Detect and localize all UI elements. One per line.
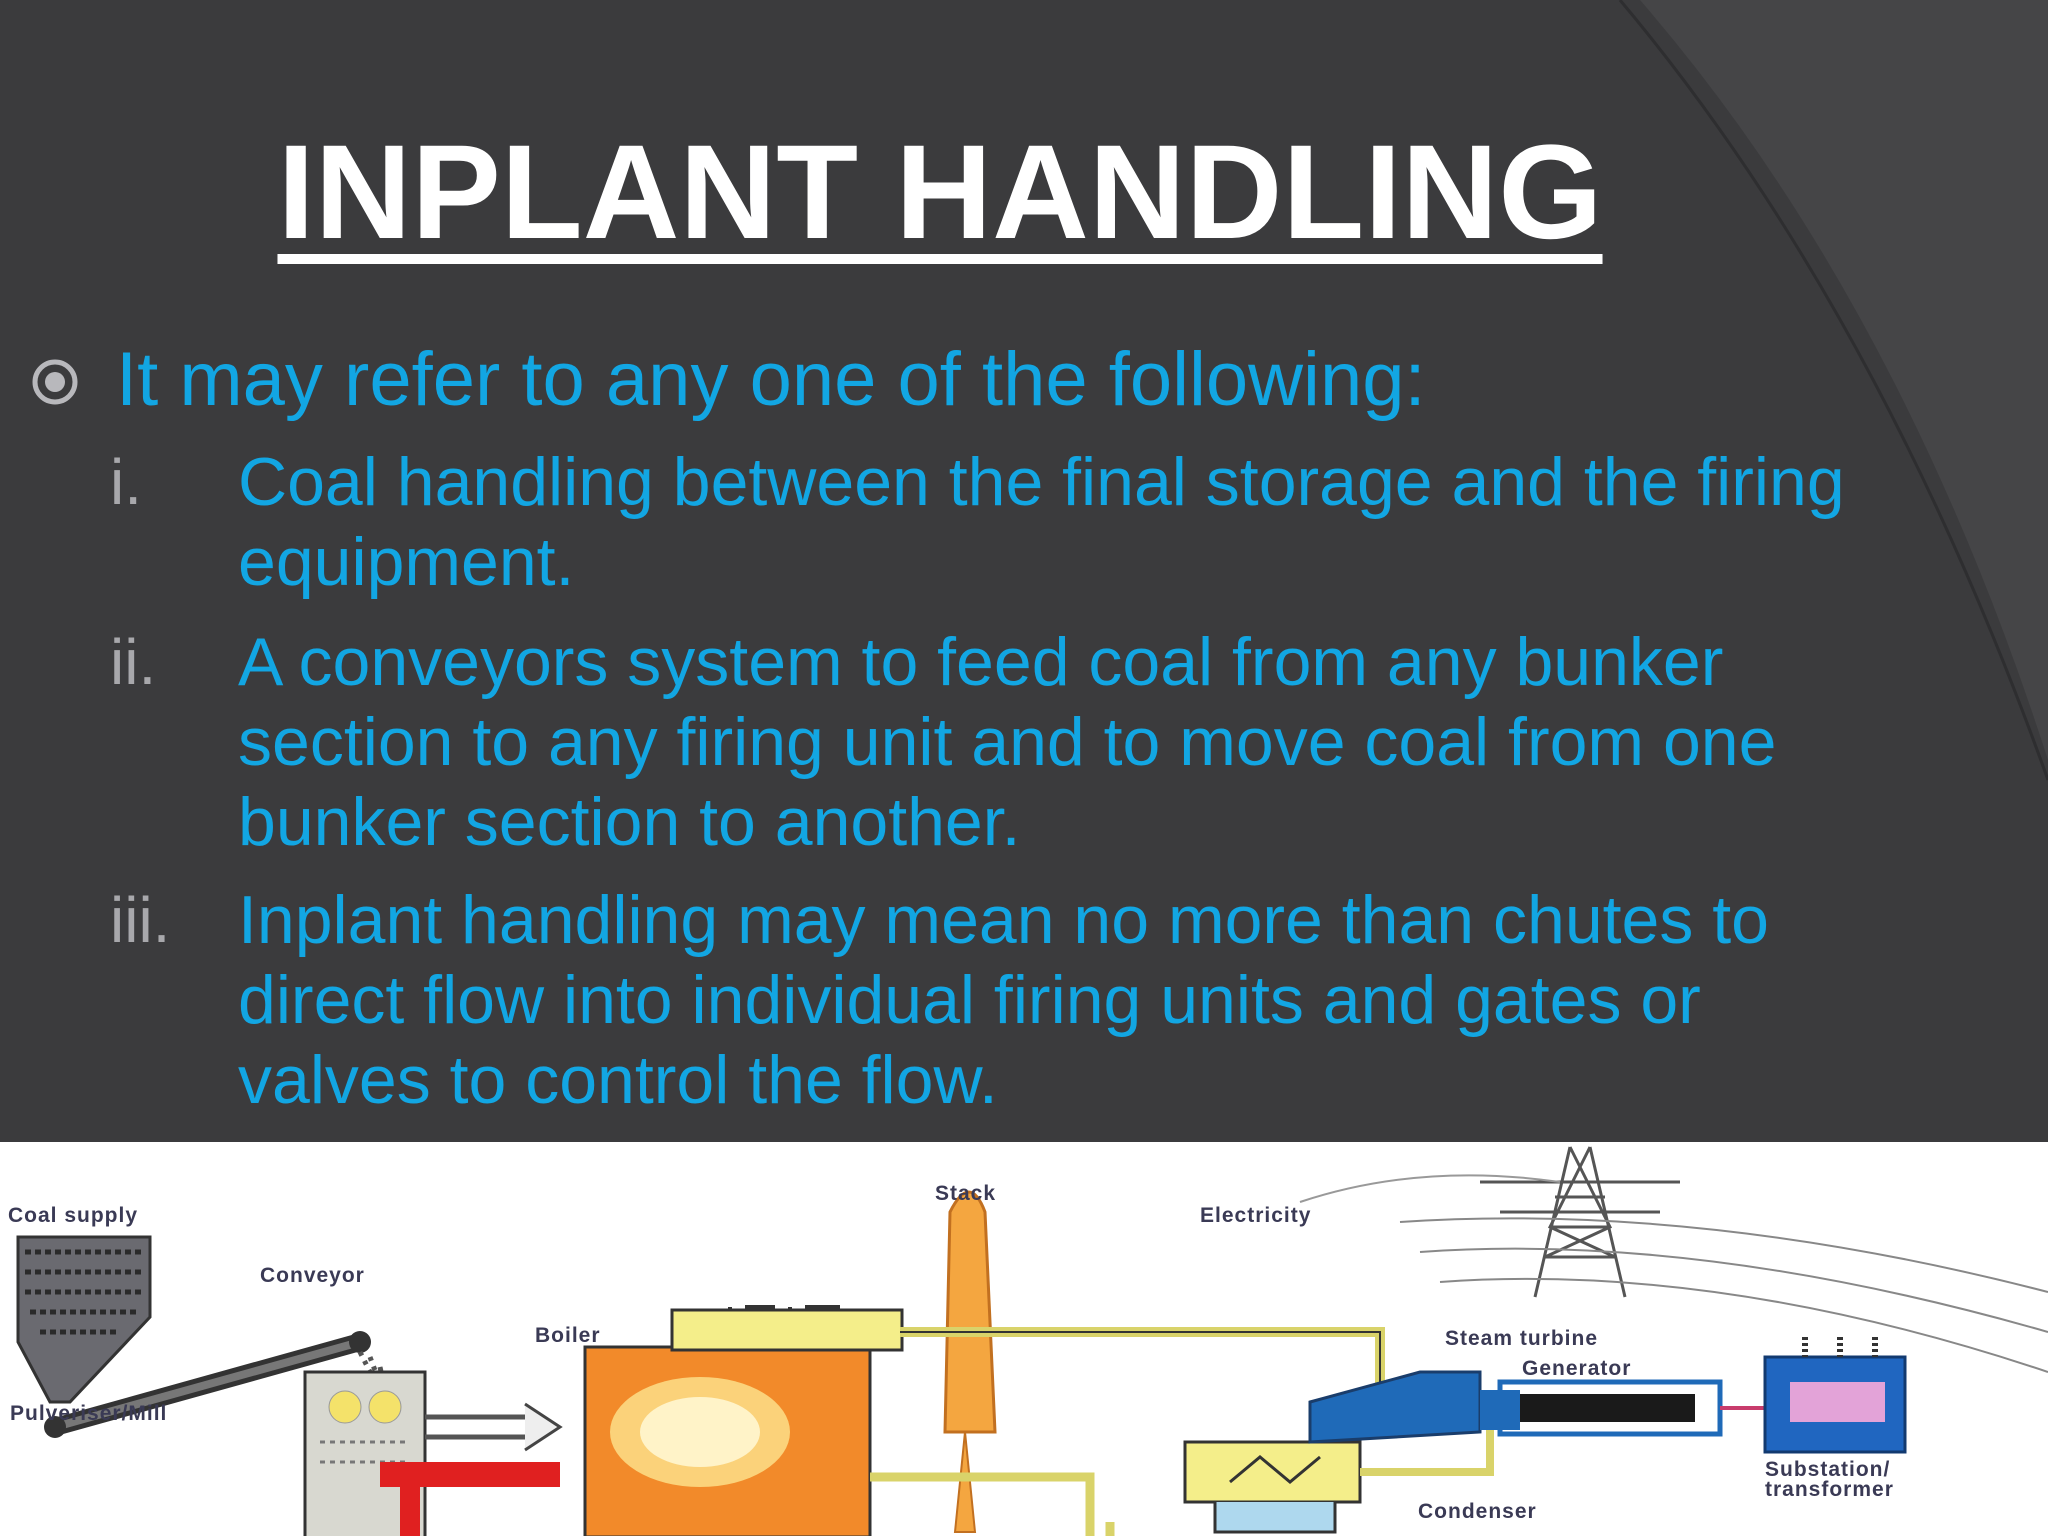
item-number: ii. (110, 626, 157, 698)
item-text: A conveyors system to feed coal from any… (238, 624, 1777, 860)
generator (1520, 1394, 1695, 1422)
label-conveyor: Conveyor (260, 1264, 365, 1287)
label-coal-supply: Coal supply (8, 1204, 139, 1227)
transmission-tower (1480, 1146, 1680, 1298)
steam-turbine (1308, 1370, 1482, 1444)
label-steam-turbine: Steam turbine (1445, 1327, 1599, 1350)
coal-hopper (16, 1235, 152, 1404)
condenser (1183, 1440, 1362, 1504)
circle-bullet-icon (32, 359, 78, 405)
label-stack: Stack (935, 1182, 997, 1205)
diagram-drawing (16, 1146, 2048, 1536)
item-number: iii. (110, 884, 171, 956)
ash-outlet (380, 1462, 560, 1536)
slide-title: INPLANT HANDLING (277, 118, 1603, 267)
label-boiler: Boiler (535, 1324, 601, 1347)
stack (943, 1190, 997, 1434)
item-text: Inplant handling may mean no more than c… (238, 882, 1769, 1118)
label-electricity: Electricity (1200, 1204, 1312, 1227)
item-text: Coal handling between the final storage … (238, 444, 1845, 600)
label-generator: Generator (1522, 1357, 1632, 1380)
label-condenser: Condenser (1418, 1500, 1537, 1523)
conveyor-belt (44, 1331, 371, 1438)
item-number: i. (110, 446, 142, 518)
label-pulveriser: Pulveriser/Mill (10, 1402, 168, 1425)
label-substation: Substation/ transformer (1765, 1458, 1894, 1501)
intro-text: It may refer to any one of the following… (116, 337, 1426, 422)
power-plant-diagram: Coal supply Conveyor Boiler Pulveriser/M… (0, 1142, 2048, 1536)
